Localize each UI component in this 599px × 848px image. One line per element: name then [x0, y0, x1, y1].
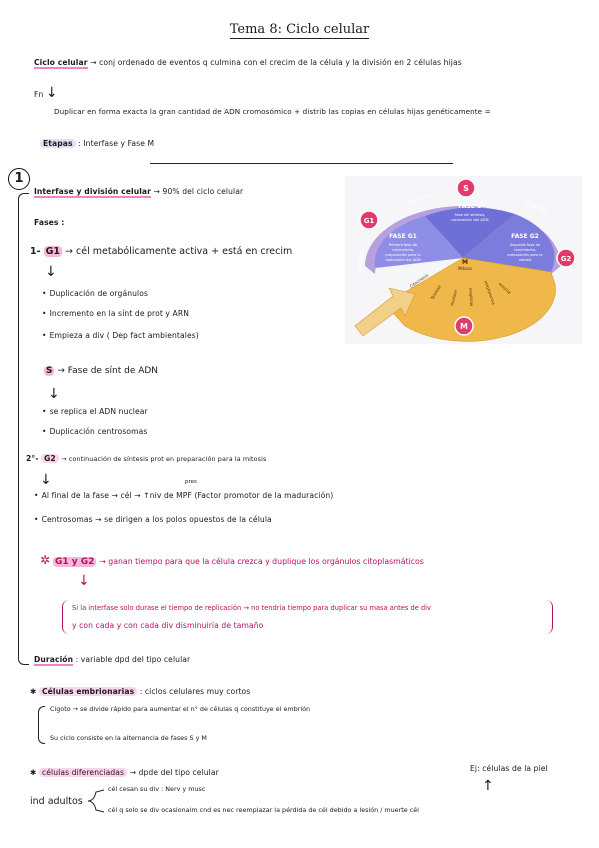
- fn-text: Duplicar en forma exacta la gran cantida…: [54, 107, 491, 116]
- s-bullet: Duplicación centrosomas: [42, 427, 148, 436]
- s-label: S: [44, 366, 55, 376]
- fase-s-desc: Fase de síntesis,: [454, 212, 485, 217]
- s-down-arrow: ↓: [48, 386, 60, 402]
- cell-cycle-diagram: S G1 G2 M Interfase Interfase Interfase …: [345, 176, 582, 344]
- g2-bullet: Al final de la fase → cél → ↑niv de MPF …: [34, 491, 334, 500]
- badge-s-label: S: [463, 184, 469, 193]
- section-bracket: [18, 193, 29, 665]
- fase-g1-desc: replicación del ADN: [385, 258, 421, 262]
- pres-note: pres: [185, 479, 197, 485]
- phase-s-wedge: [425, 207, 515, 258]
- mitosis-stage: Metafase: [467, 287, 474, 306]
- etapas-label: Etapas: [40, 139, 76, 148]
- example-note: Ej: células de la piel: [470, 764, 548, 773]
- fase-g1-desc: crecimiento,: [392, 248, 414, 252]
- fase-g2-desc: mitosis: [519, 258, 532, 262]
- fase-g2-desc: Segunda fase de: [510, 243, 541, 247]
- ring-label: Interfase: [356, 249, 366, 275]
- g2-bullet: Centrosomas → se dirigen a los polos opu…: [34, 515, 272, 524]
- duracion-line: Duración : variable dpd del tipo celular: [34, 655, 191, 666]
- etapas-line: Etapas : Interfase y Fase M: [40, 139, 154, 148]
- fase-g2-title: FASE G2: [511, 233, 539, 240]
- badge-g2-label: G2: [561, 255, 572, 263]
- note-down-arrow: ↓: [78, 573, 90, 589]
- phase-g2-wedge: [463, 214, 555, 272]
- branch-text-2: cél q solo se div ocasionalm cnd es nec …: [108, 806, 419, 814]
- page-title: Tema 8: Ciclo celular: [229, 22, 370, 39]
- badge-s: [456, 178, 476, 198]
- ring-label: Interfase: [524, 200, 550, 215]
- cell-cycle-svg: S G1 G2 M Interfase Interfase Interfase …: [354, 178, 576, 342]
- note-line: ✲ G1 y G2 → ganan tiempo para que la cél…: [40, 553, 424, 567]
- branch-text-1: cél cesan su div : Nerv y musc: [108, 785, 206, 793]
- cycle-arrow: [354, 287, 416, 337]
- definition-text: conj ordenado de eventos q culmina con e…: [99, 58, 462, 67]
- mitosis-wedge: [384, 257, 556, 342]
- ind-adultos-label: ind adultos: [30, 796, 83, 807]
- s-line: S → Fase de sínt de ADN: [44, 366, 159, 376]
- fases-label: Fases :: [34, 218, 65, 227]
- embrionarias-text-2: Su ciclo consiste en la alternancia de f…: [50, 734, 207, 742]
- mitosis-stage: Anafase: [449, 289, 458, 306]
- g1-bullet: Duplicación de orgánulos: [42, 289, 148, 298]
- note-text-1: Si la interfase solo durase el tiempo de…: [72, 604, 431, 612]
- badge-m-label: M: [460, 322, 468, 331]
- intro-definition-line: Ciclo celular → conj ordenado de eventos…: [34, 58, 462, 69]
- fase-s-title: FASE S: [459, 203, 482, 210]
- fn-label: Fn ↓: [34, 85, 58, 101]
- g2-line: 2°- G2 → continuación de síntesis prot e…: [26, 454, 267, 463]
- g1-down-arrow: ↓: [45, 264, 57, 280]
- star-icon: ✲: [40, 553, 51, 567]
- ring-label: Interfase: [406, 193, 432, 206]
- badge-g2: [556, 248, 576, 268]
- branch-arrows: [87, 789, 105, 813]
- section1-heading: Interfase y división celular → 90% del c…: [34, 187, 244, 198]
- fase-g1-title: FASE G1: [389, 233, 417, 240]
- g1-bullet: Incremento en la sínt de prot y ARN: [42, 309, 189, 318]
- g1-label: G1: [43, 246, 63, 257]
- fase-g2-desc: crecimiento,: [514, 248, 536, 252]
- g2-label: G2: [41, 454, 59, 463]
- fase-g1-desc: Primera fase de: [389, 243, 418, 247]
- phase-g1-wedge: [374, 216, 463, 268]
- diferenciadas-line: ✱ células diferenciadas → dpde del tipo …: [30, 768, 219, 777]
- s-bullet: se replica el ADN nuclear: [42, 407, 148, 416]
- term-ciclo-celular: Ciclo celular: [34, 58, 88, 69]
- star-icon: ✱: [30, 768, 37, 777]
- g1-line: 1- G1 → cél metabólicamente activa + est…: [30, 246, 293, 257]
- badge-g1: [359, 210, 379, 230]
- section-number: 1: [8, 168, 30, 190]
- badge-g1-label: G1: [364, 217, 375, 225]
- star-icon: ✱: [30, 687, 37, 696]
- fase-s-desc: replicación del ADN: [451, 217, 488, 222]
- embrionarias-bracket: [38, 706, 45, 744]
- embrionarias-text-1: Cigoto → se divide rápido para aumentar …: [50, 705, 311, 713]
- g2-down-arrow: ↓: [40, 472, 52, 488]
- mitosis-label: M: [462, 259, 468, 266]
- fase-g1-desc: preparación para la: [385, 253, 420, 257]
- fase-g2-desc: preparación para la: [507, 253, 542, 257]
- g1-bullet: Empieza a div ( Dep fact ambientales): [42, 331, 199, 340]
- divider: [150, 163, 453, 164]
- note-bracket-left: [62, 600, 69, 634]
- mitosis-sub: Mitosis: [458, 266, 472, 271]
- note-bracket-right: [546, 600, 553, 634]
- badge-m: [454, 316, 474, 336]
- note-text-2: y con cada y con cada div disminuiría de…: [72, 621, 264, 630]
- up-arrow: ↑: [482, 778, 494, 794]
- embrionarias-line: ✱ Células embrionarias : ciclos celulare…: [30, 687, 251, 696]
